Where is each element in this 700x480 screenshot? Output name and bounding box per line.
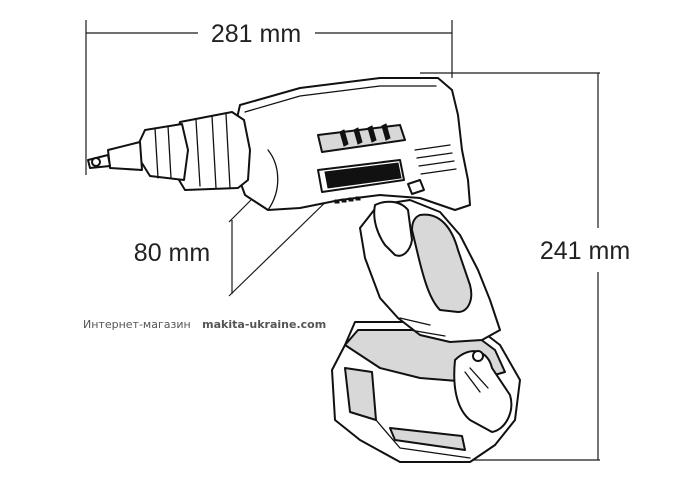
battery-label-area (389, 427, 466, 451)
trigger (373, 200, 413, 257)
locator-ribs (154, 125, 172, 179)
bit-tip (91, 157, 101, 167)
watermark-prefix: Интернет-магазин (83, 318, 191, 331)
watermark: Интернет-магазин makita-ukraine.com (83, 318, 326, 331)
led-dots (334, 196, 361, 204)
handle-grip-insert (411, 213, 473, 313)
motor-housing (231, 77, 471, 211)
screwdriver-illustration (87, 77, 521, 463)
brand-plate (317, 159, 405, 193)
nose-assembly (87, 111, 251, 191)
grip-leader-lower (228, 189, 339, 297)
makita-logo (324, 162, 402, 189)
length-label: 281 mm (211, 20, 301, 48)
housing-top-ridge (244, 85, 437, 113)
housing-front-curve (267, 149, 279, 211)
grip-label: 80 mm (134, 239, 210, 267)
side-vent-lines (414, 144, 457, 175)
length-dimension: 281 mm (85, 20, 453, 175)
watermark-site: makita-ukraine.com (202, 318, 326, 331)
grip-dimension: 80 mm (134, 189, 339, 297)
battery-bottom-edge (375, 419, 471, 459)
depth-locator (137, 123, 189, 181)
battery-side-grip (344, 367, 377, 421)
reverse-switch (407, 179, 425, 195)
grip-leader-upper (228, 199, 252, 223)
latch-pin (472, 350, 484, 362)
clutch-ribs (195, 113, 231, 189)
handle (359, 199, 501, 343)
nose-cone (107, 141, 143, 171)
handle-base-lines (399, 317, 446, 337)
latch-ridges (464, 367, 489, 393)
vent-slot-marks (339, 123, 391, 147)
height-dimension: 241 mm (420, 72, 630, 461)
battery-pack (331, 321, 521, 463)
vent-slots (317, 123, 406, 153)
height-label: 241 mm (540, 237, 630, 265)
